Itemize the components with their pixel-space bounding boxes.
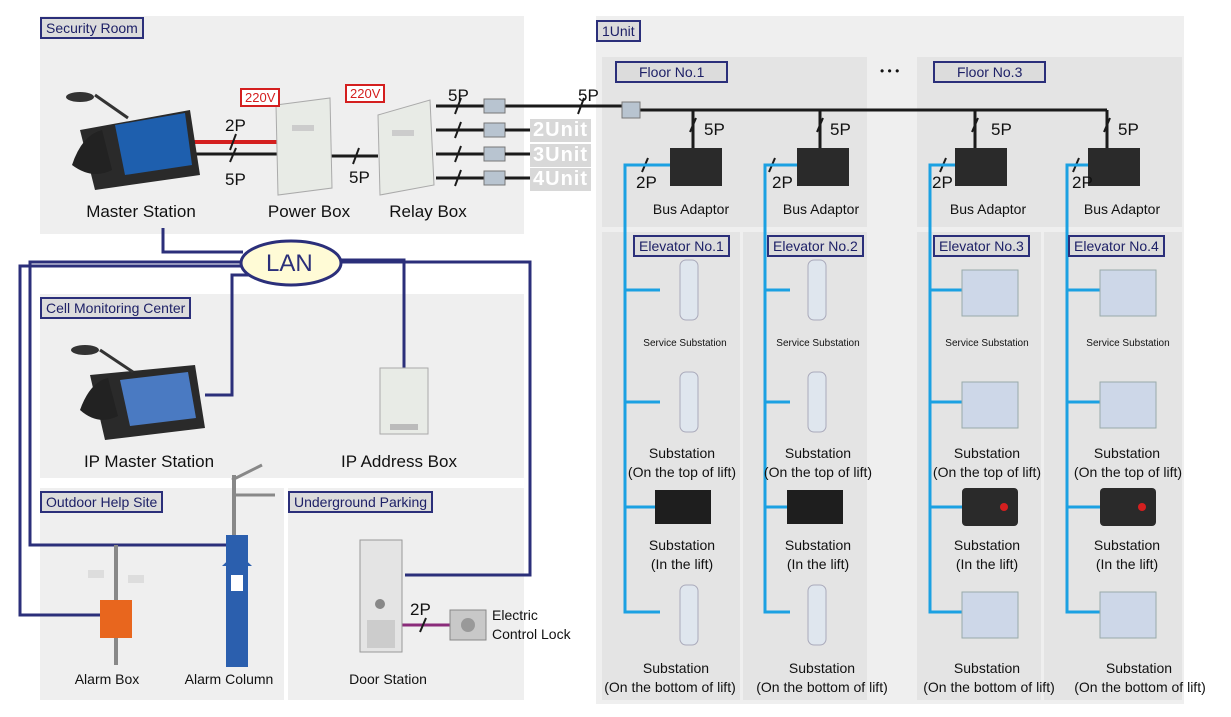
- wire-label-5p-ba4: 5P: [1118, 120, 1139, 139]
- voltage-tag-power: 220V: [240, 88, 281, 107]
- voltage-tag-relay: 220V: [345, 84, 386, 103]
- bottom-substation-label-2: Substation: [788, 660, 856, 676]
- elevator-3-tag: Elevator No.3: [933, 235, 1030, 257]
- bottom-substation-label-1: Substation: [642, 660, 710, 676]
- top-substation-sub-2: (On the top of lift): [763, 464, 873, 480]
- master-station-icon: [66, 92, 200, 190]
- security-room-tag: Security Room: [40, 17, 144, 39]
- top-substation-label-2: Substation: [784, 445, 852, 461]
- in-substation-label-4: Substation: [1093, 537, 1161, 553]
- bus-adaptor-label-3: Bus Adaptor: [949, 201, 1027, 217]
- in-substation-sub-1: (In the lift): [650, 556, 714, 572]
- top-substation-sub-4: (On the top of lift): [1073, 464, 1183, 480]
- wire-label-2p-ba3: 2P: [932, 173, 953, 192]
- wire-label-2p-master: 2P: [225, 116, 246, 135]
- cell-center-tag: Cell Monitoring Center: [40, 297, 192, 319]
- top-substation-label-3: Substation: [953, 445, 1021, 461]
- ip-address-box-icon: [379, 367, 429, 435]
- in-substation-sub-3: (In the lift): [955, 556, 1019, 572]
- ip-master-station-icon: [71, 345, 205, 440]
- wire-label-2p-ba2: 2P: [772, 173, 793, 192]
- in-substation-label-2: Substation: [784, 537, 852, 553]
- ip-master-station-label: IP Master Station: [83, 452, 215, 471]
- wire-label-5p-power: 5P: [349, 168, 370, 187]
- service-substation-label-3: Service Substation: [945, 338, 1029, 349]
- in-substation-label-3: Substation: [953, 537, 1021, 553]
- wire-label-5p-relay: 5P: [448, 86, 469, 105]
- elevator-4-tag: Elevator No.4: [1068, 235, 1165, 257]
- service-substation-label-4: Service Substation: [1086, 338, 1170, 349]
- bus-adaptor-label-4: Bus Adaptor: [1083, 201, 1161, 217]
- floor-ellipsis: • • •: [880, 64, 900, 78]
- top-substation-label-1: Substation: [648, 445, 716, 461]
- bottom-substation-label-3: Substation: [953, 660, 1021, 676]
- wire-label-5p-ba2: 5P: [830, 120, 851, 139]
- wire-label-2p-ba1: 2P: [636, 173, 657, 192]
- unit-label-3: 3Unit: [530, 144, 591, 167]
- in-substation-sub-4: (In the lift): [1095, 556, 1159, 572]
- wire-label-5p-bus: 5P: [578, 86, 599, 105]
- bus-adaptor-2-icon: [797, 148, 849, 186]
- underground-panel: [288, 488, 524, 700]
- floor1-panel: [602, 57, 867, 227]
- service-substation-label-2: Service Substation: [776, 338, 860, 349]
- floor3-panel: [917, 57, 1182, 227]
- power-box-label: Power Box: [267, 202, 351, 221]
- alarm-box-icon: [88, 545, 144, 665]
- relay-box-icon: [377, 99, 435, 196]
- top-substation-label-4: Substation: [1093, 445, 1161, 461]
- alarm-column-label: Alarm Column: [184, 671, 274, 687]
- service-substation-label-1: Service Substation: [643, 338, 727, 349]
- alarm-column-icon: [222, 463, 275, 667]
- underground-tag: Underground Parking: [288, 491, 434, 513]
- floor1-tag: Floor No.1: [615, 61, 729, 83]
- unit-label-2: 2Unit: [530, 119, 591, 142]
- door-station-label: Door Station: [349, 671, 427, 687]
- bottom-substation-sub-2: (On the bottom of lift): [756, 679, 888, 695]
- bus-adaptor-4-icon: [1088, 148, 1140, 186]
- in-substation-sub-2: (In the lift): [786, 556, 850, 572]
- master-station-label: Master Station: [86, 202, 196, 221]
- wire-label-5p-master: 5P: [225, 170, 246, 189]
- bus-adaptor-label-2: Bus Adaptor: [782, 201, 860, 217]
- bottom-substation-sub-3: (On the bottom of lift): [923, 679, 1055, 695]
- outdoor-tag: Outdoor Help Site: [40, 491, 164, 513]
- floor3-tag: Floor No.3: [933, 61, 1047, 83]
- lan-label: LAN: [266, 250, 313, 277]
- elevator-2-tag: Elevator No.2: [767, 235, 864, 257]
- ip-address-box-label: IP Address Box: [341, 452, 457, 471]
- relay-box-label: Relay Box: [389, 202, 467, 221]
- wire-label-2p-lock: 2P: [410, 600, 431, 619]
- bottom-substation-sub-1: (On the bottom of lift): [604, 679, 736, 695]
- unit-tag: 1Unit: [596, 20, 641, 42]
- top-substation-sub-1: (On the top of lift): [627, 464, 737, 480]
- elevator-1-tag: Elevator No.1: [633, 235, 730, 257]
- electric-lock-label-1: Electric: [492, 607, 538, 623]
- door-station-icon: [359, 539, 403, 653]
- bus-adaptor-label-1: Bus Adaptor: [652, 201, 730, 217]
- bus-adaptor-1-icon: [670, 148, 722, 186]
- alarm-box-label: Alarm Box: [74, 671, 140, 687]
- top-substation-sub-3: (On the top of lift): [932, 464, 1042, 480]
- bottom-substation-sub-4: (On the bottom of lift): [1074, 679, 1206, 695]
- unit-label-4: 4Unit: [530, 168, 591, 191]
- bottom-substation-label-4: Substation: [1105, 660, 1173, 676]
- bus-adaptor-3-icon: [955, 148, 1007, 186]
- electric-lock-icon: [449, 609, 487, 641]
- wire-label-5p-ba3: 5P: [991, 120, 1012, 139]
- electric-lock-label-2: Control Lock: [492, 626, 571, 642]
- power-box-icon: [275, 97, 333, 196]
- wire-label-2p-ba4: 2P: [1072, 173, 1093, 192]
- wire-label-5p-ba1: 5P: [704, 120, 725, 139]
- in-substation-label-1: Substation: [648, 537, 716, 553]
